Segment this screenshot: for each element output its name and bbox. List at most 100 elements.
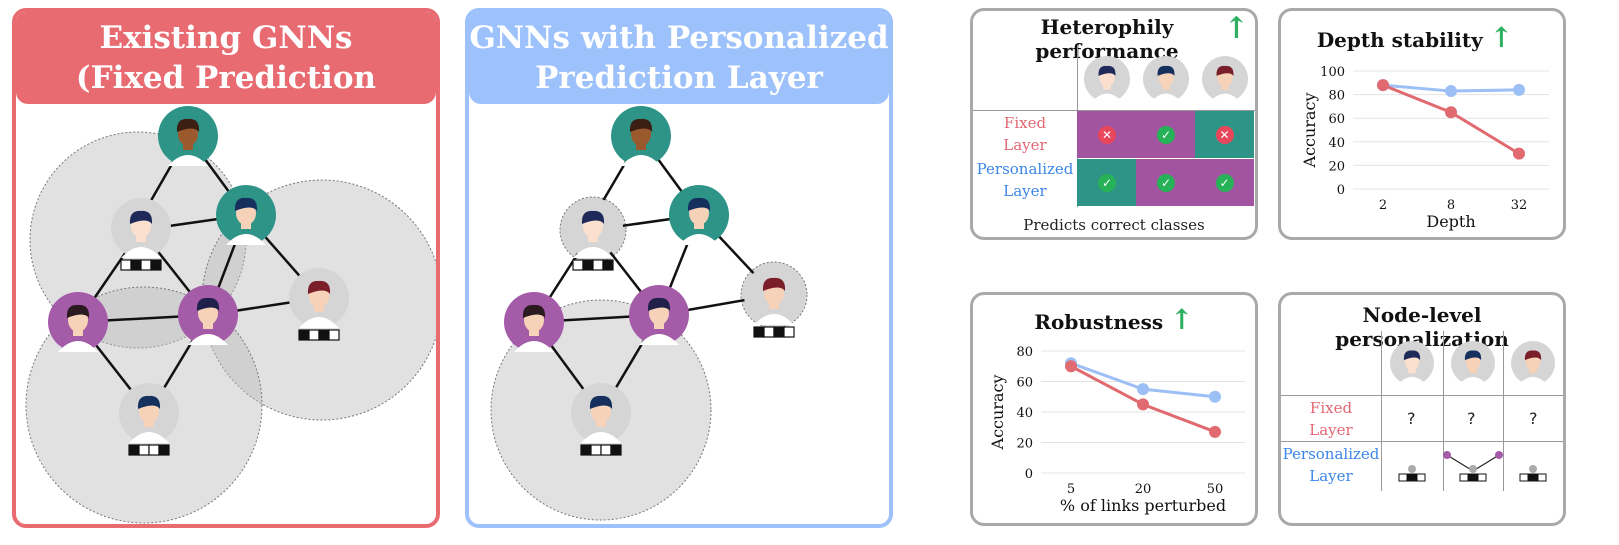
data-point xyxy=(1445,85,1457,98)
unknown-mark: ? xyxy=(1529,409,1538,428)
robustness-chart: 0 20 40 60 80 5 20 50% of links perturbed Accura… xyxy=(988,345,1245,515)
prediction-layer-glyph xyxy=(1443,451,1503,482)
feature-vector xyxy=(298,329,340,341)
y-tick-label: 60 xyxy=(1328,112,1345,127)
existing-graph xyxy=(25,106,436,524)
person-avatar-icon xyxy=(1511,341,1555,385)
depth-title: Depth stability xyxy=(1316,28,1483,52)
personalized-title-line2: Prediction Layer xyxy=(535,60,823,96)
heterophily-title: Heterophily performance xyxy=(1035,15,1179,63)
unknown-mark: ? xyxy=(1407,409,1416,428)
check-icon: ✓ xyxy=(1215,173,1234,192)
x-axis-label: Depth xyxy=(1426,212,1475,231)
data-point xyxy=(1513,147,1525,160)
person-avatar-icon xyxy=(289,268,349,328)
y-axis-label: Accuracy xyxy=(1300,93,1319,169)
feature-vector xyxy=(580,444,622,456)
x-tick-label: 8 xyxy=(1447,198,1455,213)
existing-gnns-header: Existing GNNs (Fixed Prediction Layer) xyxy=(16,12,436,136)
existing-title-line2: (Fixed Prediction Layer) xyxy=(75,60,377,136)
person-avatar-icon xyxy=(48,292,108,352)
unknown-mark: ? xyxy=(1467,409,1476,428)
check-icon: ✓ xyxy=(1157,173,1175,192)
personalized-gnns-panel: GNNs with Personalized Prediction Layer xyxy=(465,8,893,528)
data-point xyxy=(1209,390,1221,403)
feature-vector xyxy=(572,259,614,271)
y-tick-label: 80 xyxy=(1328,89,1345,104)
person-avatar-icon xyxy=(504,292,564,352)
person-avatar-icon xyxy=(571,383,631,443)
up-arrow-icon: ↑ xyxy=(1223,11,1249,46)
result-cell: ✓ xyxy=(1136,159,1196,206)
personalized-gnns-header: GNNs with Personalized Prediction Layer xyxy=(469,12,889,104)
person-avatar-icon xyxy=(1390,341,1434,385)
depth-title-row: Depth stability ↑ xyxy=(1281,21,1549,54)
cross-icon: ✕ xyxy=(1098,125,1116,144)
robustness-title: Robustness xyxy=(1034,310,1164,334)
up-arrow-icon: ↑ xyxy=(1170,303,1194,336)
data-point xyxy=(1137,398,1149,411)
x-tick-label: 2 xyxy=(1379,198,1387,213)
grid-hline xyxy=(973,110,1255,111)
data-point xyxy=(1513,83,1525,96)
y-tick-label: 60 xyxy=(1016,376,1033,391)
check-icon: ✓ xyxy=(1098,173,1116,192)
existing-gnns-panel: Existing GNNs (Fixed Prediction Layer) xyxy=(12,8,440,528)
personalized-graph xyxy=(490,106,808,521)
person-avatar-icon xyxy=(629,285,689,345)
y-axis-label: Accuracy xyxy=(988,375,1007,451)
y-tick-label: 20 xyxy=(1016,437,1033,452)
result-cell: ✓ xyxy=(1077,159,1137,206)
person-avatar-icon xyxy=(111,198,171,258)
personalized-title-line1: GNNs with Personalized xyxy=(469,20,889,56)
heterophily-avatars xyxy=(1084,56,1248,102)
up-arrow-icon: ↑ xyxy=(1489,21,1514,54)
person-avatar-icon xyxy=(216,185,276,245)
x-tick-label: 5 xyxy=(1067,482,1075,497)
feature-vector xyxy=(120,259,162,271)
person-avatar-icon xyxy=(158,106,218,166)
data-point xyxy=(1377,79,1389,92)
person-avatar-icon xyxy=(1451,341,1495,385)
person-avatar-icon xyxy=(563,198,623,258)
cross-icon: ✕ xyxy=(1215,125,1234,144)
person-avatar-icon xyxy=(1202,56,1248,102)
y-tick-label: 40 xyxy=(1016,406,1033,421)
robustness-title-row: Robustness ↑ xyxy=(973,303,1255,336)
person-avatar-icon xyxy=(744,265,804,325)
grid-vline xyxy=(1381,331,1382,491)
data-point xyxy=(1209,425,1221,438)
x-axis-label: % of links perturbed xyxy=(1060,496,1226,515)
personalization-avatars xyxy=(1390,341,1555,482)
person-avatar-icon xyxy=(611,106,671,166)
x-tick-label: 32 xyxy=(1511,198,1528,213)
heterophily-title-row: Heterophily performance xyxy=(973,15,1241,63)
person-avatar-icon xyxy=(178,285,238,345)
data-point xyxy=(1137,383,1149,396)
result-cell: ✓ xyxy=(1136,111,1196,158)
prediction-layer-glyph xyxy=(1519,465,1547,482)
grid-hline xyxy=(1281,395,1563,396)
y-tick-label: 20 xyxy=(1328,159,1345,174)
x-tick-label: 50 xyxy=(1207,482,1224,497)
check-icon: ✓ xyxy=(1157,125,1175,144)
feature-vector xyxy=(128,444,170,456)
result-cell: ✕ xyxy=(1195,111,1254,158)
data-point xyxy=(1445,106,1457,119)
feature-vector xyxy=(753,326,795,338)
grid-vline xyxy=(1503,331,1504,491)
y-tick-label: 0 xyxy=(1025,467,1033,482)
person-avatar-icon xyxy=(1084,56,1130,102)
y-tick-label: 80 xyxy=(1016,345,1033,360)
x-tick-label: 20 xyxy=(1135,482,1152,497)
person-avatar-icon xyxy=(1143,56,1189,102)
robustness-panel: Robustness ↑ 0 20 40 60 80 5 20 50% of links pe… xyxy=(970,292,1258,526)
